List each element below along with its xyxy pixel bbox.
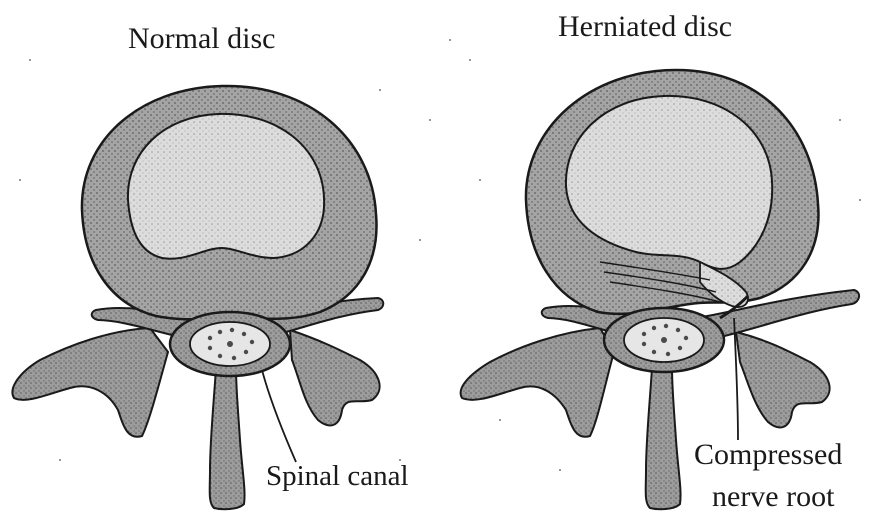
herniated-disc-label: Herniated disc (558, 12, 732, 42)
normal-disc-label: Normal disc (128, 24, 275, 54)
compressed-nerve-label-line2: nerve root (712, 482, 834, 512)
normal-right-wing (290, 330, 380, 425)
spinal-canal-leader (262, 370, 296, 462)
normal-left-wing (12, 328, 168, 437)
compressed-nerve-label-line1: Compressed (694, 440, 842, 470)
spinal-canal-label: Spinal canal (266, 462, 409, 491)
normal-spinous-process (210, 368, 245, 509)
herniated-left-wing (461, 328, 614, 437)
herniated-spinous-process (646, 368, 681, 509)
herniated-right-wing (736, 332, 830, 427)
normal-vertebra (12, 86, 383, 509)
